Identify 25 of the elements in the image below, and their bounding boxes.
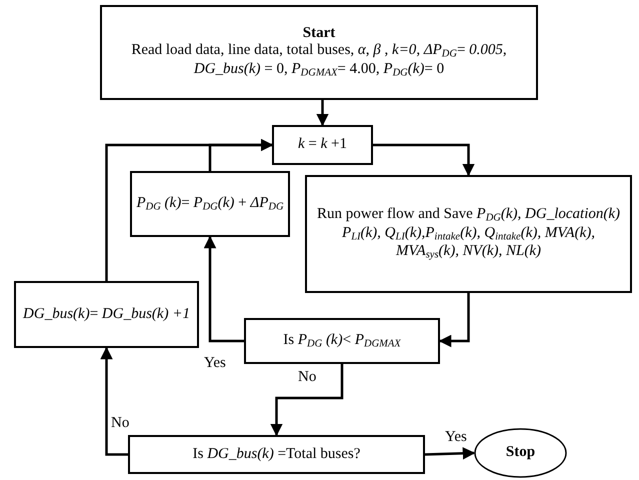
decision-box	[128, 435, 425, 474]
arrow	[373, 144, 475, 176]
node-text: Run power flow and Save P$_{DG}$(k), DG_location(k) P$_{LI}$(k), Q$_{LI}$(k),P$_{intake}$(k), Q$_{intake}$(k), MVA(k), MVA$_{sys}$(k), NV(k), NL(k)	[316, 206, 622, 262]
node-text: P$_{DG}$ (k)= P$_{DG}$(k) + ΔP$_{DG}$	[135, 194, 285, 214]
decision-box	[244, 318, 440, 364]
heading: Stop	[504, 444, 536, 462]
arrow	[204, 236, 244, 342]
node-text: Is P$_{DG}$ (k)< P$_{DGMAX}$	[282, 332, 402, 350]
terminal-ellipse	[474, 428, 567, 478]
process-box	[272, 125, 373, 165]
process-box	[305, 175, 632, 293]
node-text: DG_bus(k)= DG_bus(k) +1	[22, 306, 191, 324]
node-text: Read load data, line data, total buses, α, β , k=0, ΔP$_{DG}$= 0.005, DG_bus(k) = 0, P$_{DGMAX}$= 4.00, P$_{DG}$(k)= 0	[130, 42, 508, 80]
arrow	[438, 293, 470, 348]
start-box	[100, 5, 538, 100]
heading: Start	[302, 25, 336, 42]
arrow	[270, 364, 344, 436]
arrow	[105, 138, 274, 281]
arrow	[100, 346, 128, 456]
node-text: k = k +1	[296, 136, 348, 154]
node-text: Is DG_bus(k) =Total buses?	[192, 446, 362, 464]
arrow	[424, 447, 476, 460]
process-box	[130, 171, 290, 237]
process-box	[14, 281, 199, 348]
arrow	[316, 100, 329, 126]
